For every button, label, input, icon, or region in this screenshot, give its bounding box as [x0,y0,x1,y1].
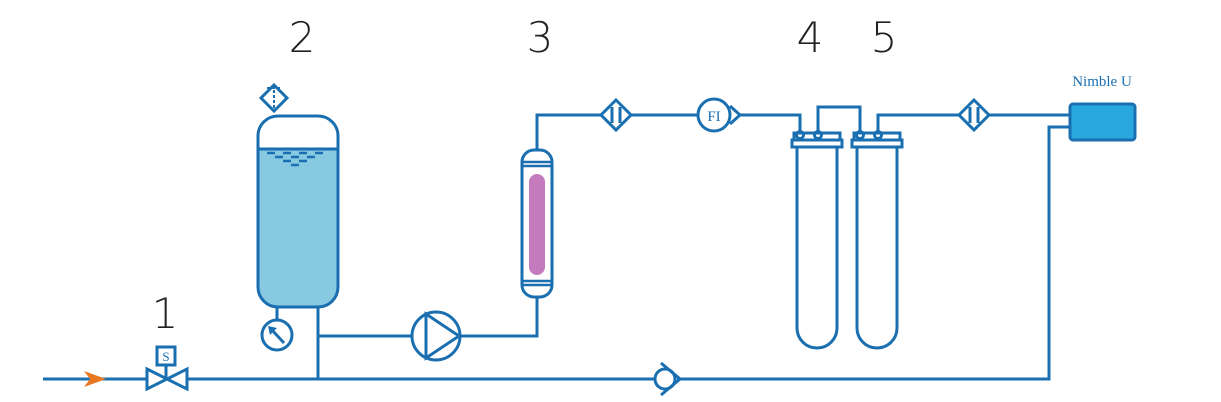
tank [256,82,340,309]
filter-housing-4 [790,130,844,350]
inlet-arrow-icon [84,371,106,387]
pressure-gauge [260,318,294,352]
check-valve [653,361,683,397]
pipes [43,105,1070,381]
label-3: 3 [527,13,554,62]
solenoid-label: S [162,349,169,364]
pump[interactable] [410,310,462,362]
ion-exchange-column [520,148,554,299]
filter-housing-5 [850,130,904,350]
strainer-2 [956,97,992,133]
device-label: Nimble U [1072,74,1132,90]
label-5: 5 [871,13,898,62]
flow-indicator: FI [696,97,743,133]
label-1: 1 [152,289,179,338]
flow-indicator-label: FI [707,109,720,125]
strainer-1 [598,97,634,133]
solenoid-valve[interactable]: S [145,345,189,392]
nimble-u-device[interactable] [1068,102,1137,142]
label-4: 4 [797,13,824,62]
label-2: 2 [289,13,316,62]
